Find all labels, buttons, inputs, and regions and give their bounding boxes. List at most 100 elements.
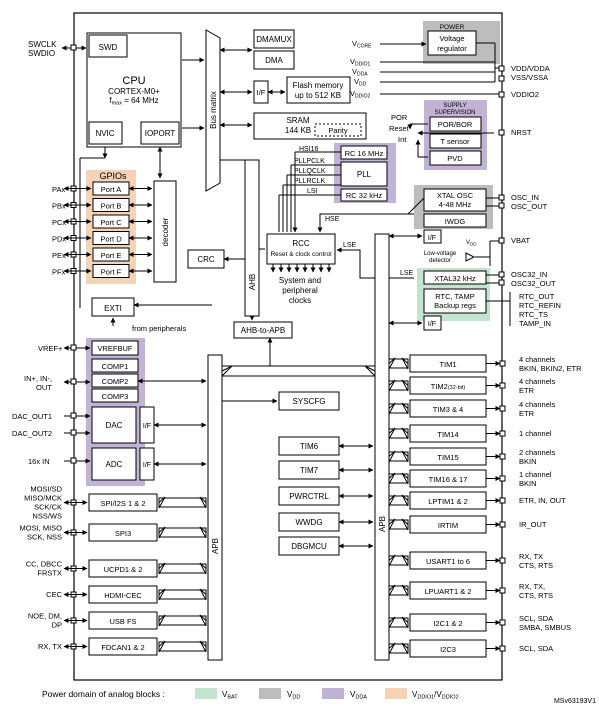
supervision-line2: SUPERVISION: [435, 110, 476, 116]
sram-line2: 144 KB: [285, 126, 311, 135]
periph-pin-label: IR_OUT: [519, 520, 547, 529]
crc-label: CRC: [197, 255, 215, 264]
pin-osc-out: OSC_OUT: [511, 202, 548, 211]
gpio-pin-label: PEx: [52, 251, 66, 260]
gpio-pin-label: PDx: [52, 235, 66, 244]
pin-vref: VREF+: [38, 344, 63, 353]
legend-swatch-vdda: [322, 688, 344, 699]
pllqclk-label: PLLQCLK: [294, 168, 326, 175]
pin-in-out-2: OUT: [36, 383, 52, 392]
pin-vddio2: VDDIO2: [511, 90, 539, 99]
periph-pin-label: RX, TX: [519, 552, 543, 561]
flash-line2: up to 512 KB: [295, 91, 341, 100]
sram-block: [253, 112, 367, 140]
pwrctrl-label: PWRCTRL: [289, 492, 329, 501]
rtc-if-block: [423, 315, 442, 331]
adc-label: ADC: [106, 460, 123, 469]
iwdg-block: [423, 213, 487, 228]
gpio-pin-label: PFx: [52, 268, 66, 277]
decoder-label: decoder: [161, 217, 170, 246]
gpio-title: GPIOs: [99, 171, 127, 181]
rc32-label: RC 32 kHz: [346, 191, 383, 200]
tsensor-block: [429, 133, 482, 149]
hse-label: HSE: [325, 216, 340, 223]
pin-osc32-in: OSC32_IN: [511, 270, 547, 279]
xtal32-block: [423, 270, 487, 285]
periph-label: TIM2(32-bit): [431, 382, 466, 391]
fdcan-block: [88, 637, 158, 656]
pllrclk-label: PLLRCLK: [294, 178, 325, 185]
pin-swdio: SWDIO: [28, 49, 55, 58]
periph-pin-label: 4 channels: [519, 355, 556, 364]
comp3-label: COMP3: [102, 392, 129, 401]
lv-line2: detector: [429, 258, 451, 264]
legend-vbat: VBAT: [222, 690, 238, 701]
fdcan-label: FDCAN1 & 2: [101, 643, 144, 652]
comp1-label: COMP1: [102, 362, 129, 371]
lse-label: LSE: [400, 270, 414, 277]
legend-vdd: VDD: [287, 690, 300, 701]
gpio-port-label: Port C: [100, 218, 122, 227]
voltage-regulator-block: [427, 30, 477, 56]
periph-pin-label: 4 channels: [519, 400, 556, 409]
spi3-label: SPI3: [115, 529, 131, 538]
periph-label: I2C3: [440, 645, 456, 654]
periph-label: TIM16 & 17: [429, 475, 468, 484]
ucpd-label: UCPD1 & 2: [104, 565, 143, 574]
gpio-port-label: Port A: [101, 185, 121, 194]
periph-pin-label: RX, TX,: [519, 582, 545, 591]
pllpclk-label: PLLPCLK: [294, 158, 325, 165]
hdmi-block: [88, 585, 158, 604]
rc16-label: RC 16 MHz: [345, 149, 384, 158]
ucpd-block: [88, 559, 158, 578]
periph-label: IRTIM: [438, 521, 458, 530]
supervision-line1: SUPPLY: [443, 103, 466, 109]
xtal-osc-block: [423, 188, 487, 212]
dac-label: DAC: [106, 421, 123, 430]
pll-block: [340, 161, 388, 187]
periph-pin-label: SCL, SDA: [519, 644, 553, 653]
swd-label: SWD: [99, 43, 118, 52]
xtal-line1: XTAL OSC: [437, 191, 474, 200]
dma-block: [253, 50, 295, 70]
left-pin-label: CEC: [46, 590, 62, 599]
comp2-label: COMP2: [102, 377, 129, 386]
hdmi-label: HDMI-CEC: [104, 591, 142, 600]
periph-pin-label: 1 channel: [519, 429, 552, 438]
periph-pin-label: SCL, SDA: [519, 614, 553, 623]
adc-block: [91, 447, 137, 481]
pin-adc-in: 16x IN: [28, 457, 50, 466]
left-pin-label: NSS/WS: [32, 512, 62, 521]
periph-pin-label: BKIN, BKIN2, ETR: [519, 364, 582, 373]
periph-label: TIM3 & 4: [433, 405, 463, 414]
gpio-pin-label: PCx: [52, 218, 66, 227]
pin-nrst: NRST: [511, 128, 532, 137]
lv-line1: Low-voltage: [424, 251, 457, 257]
flash-line1: Flash memory: [293, 81, 344, 90]
por-label: POR: [391, 113, 408, 122]
periph-label: LPUART1 & 2: [425, 587, 472, 596]
rtc-pin-label: TAMP_IN: [519, 319, 551, 328]
pin-osc32-out: OSC32_OUT: [511, 279, 556, 288]
rtc-pin-label: RTC_REFIN: [519, 301, 561, 310]
syscfg-label: SYSCFG: [293, 397, 326, 406]
dma-label: DMA: [265, 56, 283, 65]
periph-pin-label: 4 channels: [519, 377, 556, 386]
tsensor-label: T sensor: [440, 137, 470, 146]
pin-swclk: SWCLK: [28, 40, 57, 49]
legend-swatch-vddio: [385, 688, 407, 699]
left-pin-label: RX, TX: [38, 642, 62, 651]
rtc-if-label: I/F: [428, 321, 436, 328]
pin-vdd-vdda: VDD/VDDA: [511, 64, 550, 73]
porbor-label: POR/BOR: [438, 120, 473, 129]
pin-osc-in: OSC_IN: [511, 193, 539, 202]
lsi-label: LSI: [307, 188, 318, 195]
left-pin-label: CC, DBCC: [26, 560, 63, 569]
vddio2-label: VDDIO2: [350, 89, 371, 100]
periph-label: TIM1: [439, 360, 456, 369]
pin-vss-vssa: VSS/VSSA: [511, 73, 548, 82]
ahb-to-apb-label: AHB-to-APB: [241, 326, 285, 335]
rtc-block: [423, 288, 487, 314]
